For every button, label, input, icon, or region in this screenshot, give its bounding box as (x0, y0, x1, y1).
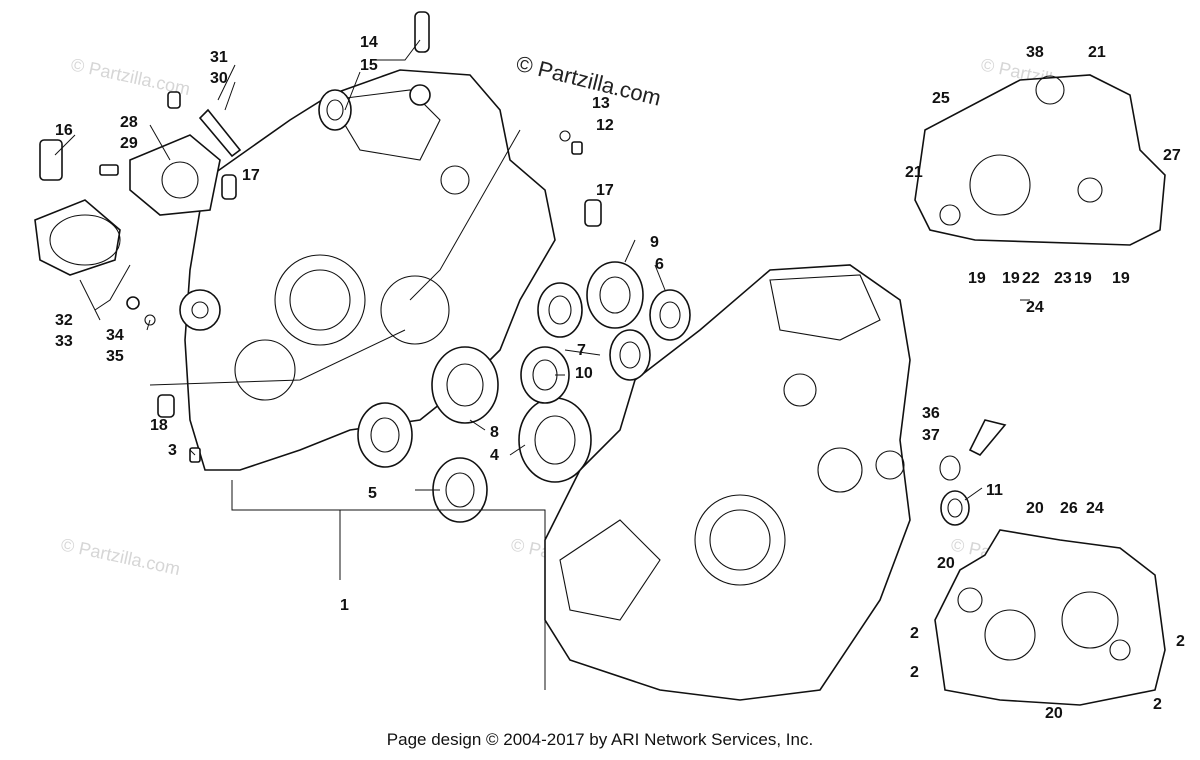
right-crankcase-half (544, 264, 911, 701)
callout-17a: 17 (242, 167, 260, 184)
callout-11: 11 (986, 482, 1003, 499)
callout-labels: 1 5 4 8 10 7 9 6 14 15 13 12 17 17 31 30… (55, 34, 1185, 722)
callout-19b: 19 (1002, 270, 1020, 287)
page-footer-copyright: Page design © 2004-2017 by ARI Network S… (386, 730, 814, 749)
callout-20a: 20 (1026, 500, 1044, 517)
callout-8: 8 (490, 424, 499, 441)
callout-34: 34 (106, 327, 124, 344)
callout-13: 13 (592, 95, 610, 112)
watermark: © Partzilla.com (59, 534, 182, 579)
hardware (34, 11, 1007, 481)
inset-bottom-right (934, 529, 1166, 706)
callout-2c: 2 (1176, 633, 1185, 650)
callout-24b: 24 (1086, 500, 1104, 517)
callout-3: 3 (168, 442, 177, 459)
callout-31: 31 (210, 49, 228, 66)
callout-9: 9 (650, 234, 659, 251)
callout-18: 18 (150, 417, 168, 434)
callout-1: 1 (340, 597, 349, 614)
callout-27: 27 (1163, 147, 1181, 164)
callout-25: 25 (932, 90, 950, 107)
callout-21a: 21 (905, 164, 923, 181)
callout-32: 32 (55, 312, 73, 329)
callout-28: 28 (120, 114, 138, 131)
callout-12: 12 (596, 117, 614, 134)
callout-19a: 19 (968, 270, 986, 287)
callout-7: 7 (577, 342, 586, 359)
callout-4: 4 (490, 447, 499, 464)
callout-16: 16 (55, 122, 73, 139)
callout-19c: 19 (1074, 270, 1092, 287)
callout-15: 15 (360, 57, 378, 74)
callout-26: 26 (1060, 500, 1078, 517)
callout-24a: 24 (1026, 299, 1044, 316)
callout-6: 6 (655, 256, 664, 273)
callout-33: 33 (55, 333, 73, 350)
callout-36: 36 (922, 405, 940, 422)
callout-23: 23 (1054, 270, 1072, 287)
callout-21b: 21 (1088, 44, 1106, 61)
bearings (318, 89, 970, 526)
callout-35: 35 (106, 348, 124, 365)
leader-lines (54, 39, 1030, 690)
callout-38: 38 (1026, 44, 1044, 61)
watermark-main: © Partzilla.com (514, 51, 664, 111)
callout-17b: 17 (596, 182, 614, 199)
callout-22: 22 (1022, 270, 1040, 287)
callout-30: 30 (210, 70, 228, 87)
callout-20b: 20 (937, 555, 955, 572)
callout-20c: 20 (1045, 705, 1063, 722)
callout-2b: 2 (910, 664, 919, 681)
callout-10: 10 (575, 365, 593, 382)
callout-2d: 2 (1153, 696, 1162, 713)
callout-14: 14 (360, 34, 378, 51)
callout-29: 29 (120, 135, 138, 152)
callout-5: 5 (368, 485, 377, 502)
callout-2a: 2 (910, 625, 919, 642)
callout-19d: 19 (1112, 270, 1130, 287)
callout-37: 37 (922, 427, 940, 444)
inset-top-right (914, 74, 1166, 246)
